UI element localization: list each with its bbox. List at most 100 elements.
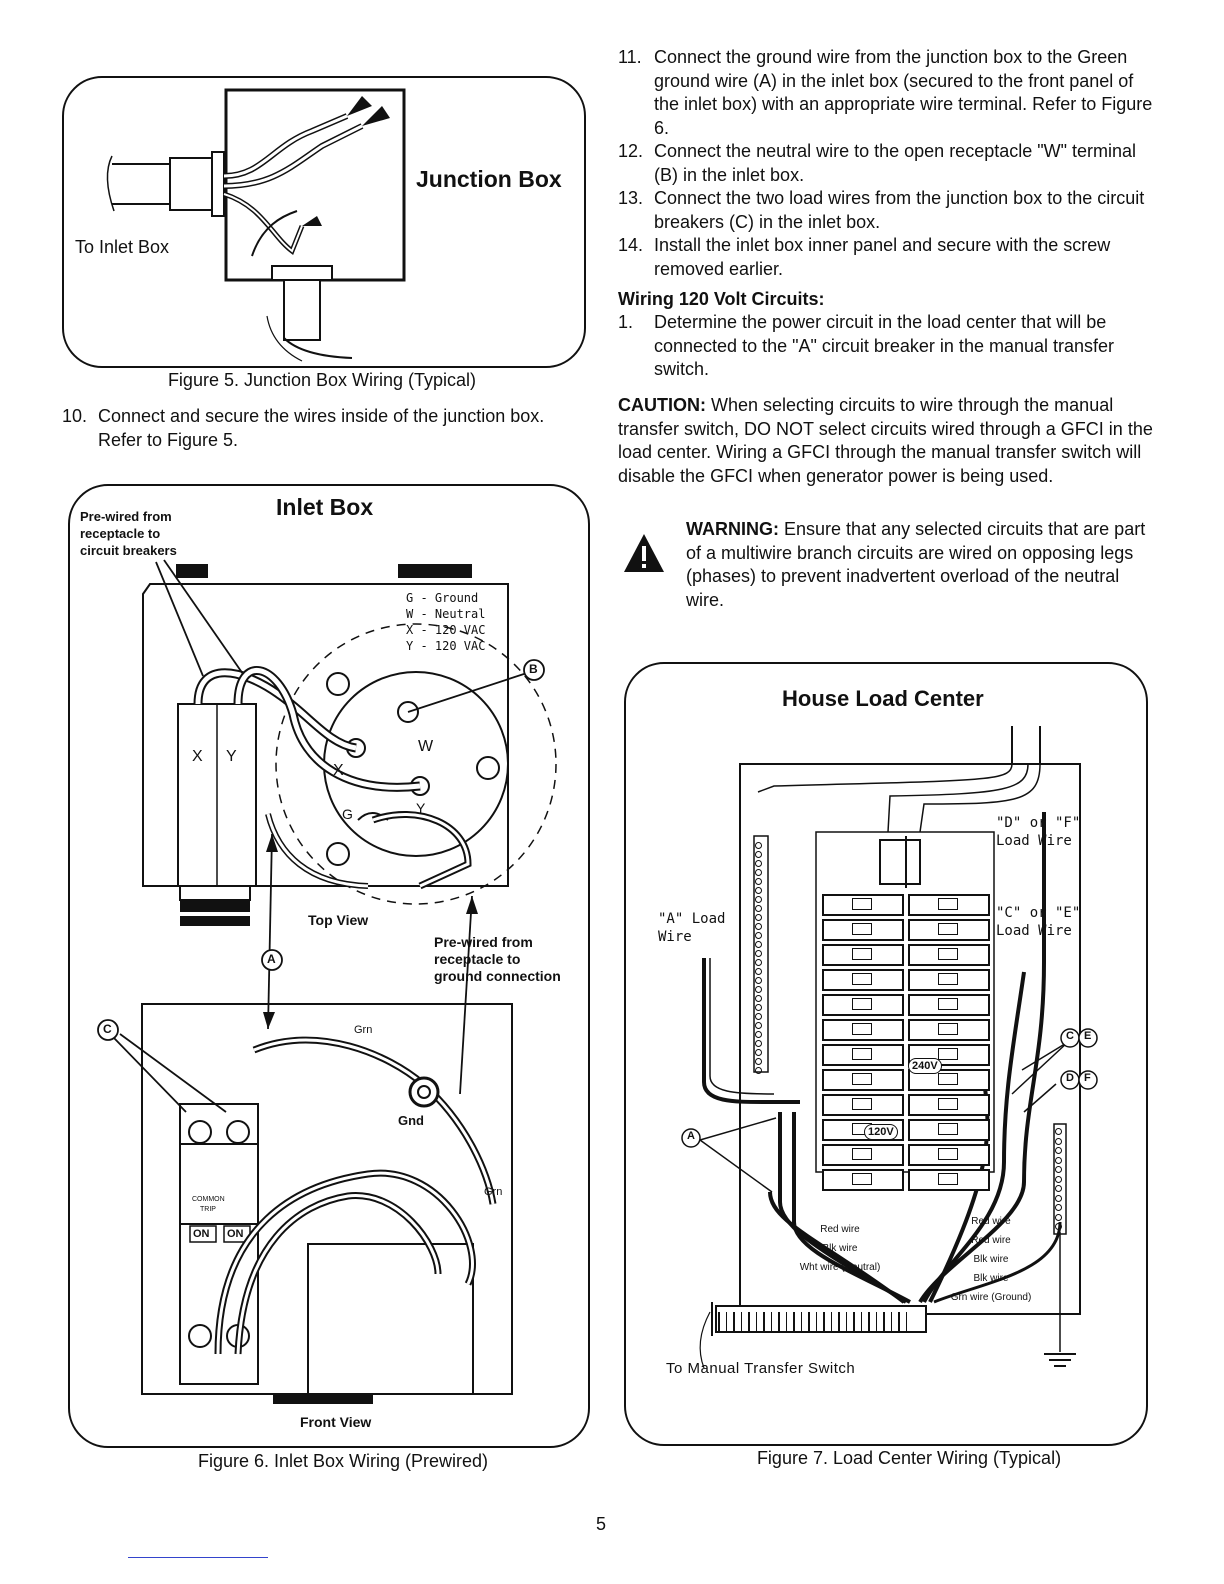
neutral-terminal [755,1013,762,1020]
breaker-toggle [938,1123,958,1135]
callout-c-inlet: C [103,1022,112,1036]
step-10-text: Connect and secure the wires inside of t… [98,406,545,450]
conduit-rib [830,1312,832,1332]
neutral-terminal [755,986,762,993]
conduit-rib [725,1312,727,1332]
callout-d-load: D [1066,1072,1074,1084]
breaker-slot [908,1169,990,1191]
wiring-step-1-number: 1. [618,312,634,332]
step-13-text: Connect the two load wires from the junc… [654,188,1145,232]
conduit-rib [763,1312,765,1332]
breaker-on-1: ON [193,1228,210,1240]
wire-labels-left: Red wire Blk wire Wht wire (Neutral) [780,1220,900,1277]
neutral-terminal [755,842,762,849]
front-view-label: Front View [300,1414,372,1430]
breaker-toggle [938,1148,958,1160]
neutral-terminal [755,932,762,939]
conduit-rib [823,1312,825,1332]
grn-label: Grn [354,1024,373,1036]
terminal-label-x: X [333,762,344,779]
callout-e-load: E [1084,1030,1092,1042]
ground-terminal [1055,1128,1062,1135]
step-13-number: 13. [618,188,644,208]
step-11-number: 11. [618,47,642,67]
neutral-terminal [755,923,762,930]
block-label-x: X [192,748,203,765]
neutral-terminal [755,878,762,885]
breaker-slot [908,1144,990,1166]
step-11-text: Connect the ground wire from the junctio… [654,47,1153,138]
neutral-terminal [755,941,762,948]
caution-text: When selecting circuits to wire through … [618,395,1153,486]
neutral-terminal [755,1004,762,1011]
ground-terminal [1055,1156,1062,1164]
step-14-number: 14. [618,235,644,255]
legend-x: X - 120 VAC [406,623,486,637]
breaker-slot [908,894,990,916]
figure5-caption: Figure 5. Junction Box Wiring (Typical) [167,370,477,390]
breaker-common-label: COMMON [192,1196,225,1203]
figure7-title: House Load Center [782,686,984,711]
prewired-ground-line-3: ground connection [434,968,561,984]
top-view-label: Top View [308,912,369,928]
breaker-slot [908,994,990,1016]
ground-terminal [1055,1147,1062,1154]
label-df-line-2: Load Wire [996,833,1072,849]
wire-blk-right-2: Blk wire [973,1273,1009,1284]
conduit-rib [860,1312,862,1332]
callout-c-load: C [1066,1030,1074,1042]
conduit-rib [800,1312,802,1332]
neutral-terminal [755,887,762,894]
figure6-drawing [97,559,557,1404]
breaker-toggle [852,973,872,985]
breaker-slot [822,1069,904,1091]
breaker-slot [908,1094,990,1116]
label-ce-line-2: Load Wire [996,923,1072,939]
breaker-slot [908,969,990,991]
legend-y: Y - 120 VAC [406,639,486,653]
ground-terminal [1055,1223,1062,1230]
prewired-breakers-line-2: receptacle to [80,526,161,541]
step-10: 10.Connect and secure the wires inside o… [62,405,562,452]
breaker-toggle [938,998,958,1010]
breaker-toggle [938,1173,958,1185]
callout-f-load: F [1084,1072,1091,1084]
wiring-step-1: 1.Determine the power circuit in the loa… [618,311,1158,382]
voltage-120-badge: 120V [864,1124,898,1140]
footer-link-underline [128,1557,268,1558]
ground-terminal [1055,1185,1062,1192]
warning-triangle-icon [624,534,664,572]
breaker-slot [822,1044,904,1066]
conduit-rib [793,1312,795,1332]
figure6-prewired-breakers-label: Pre-wired from receptacle to circuit bre… [80,508,177,559]
wire-labels-right: Red wire Red wire Blk wire Blk wire Grn … [936,1212,1046,1307]
ground-terminal [1055,1166,1062,1173]
wiring-120-steps: 1.Determine the power circuit in the loa… [618,311,1158,382]
conduit-rib [733,1312,735,1332]
figure5-drawing [106,88,406,362]
terminal-label-w: W [418,738,434,755]
neutral-terminal [755,1022,762,1029]
figure6-caption: Figure 6. Inlet Box Wiring (Prewired) [197,1451,489,1471]
conduit-rib [868,1312,870,1332]
breaker-toggle [938,1073,958,1085]
conduit-rib [778,1312,780,1332]
prewired-breakers-line-3: circuit breakers [80,543,177,558]
to-transfer-switch-label: To Manual Transfer Switch [666,1360,856,1377]
figure6-prewired-ground-label: Pre-wired from receptacle to ground conn… [434,934,561,985]
conduit-rib [905,1312,907,1332]
neutral-terminal [755,1067,762,1074]
ground-terminal [1055,1137,1062,1145]
label-a-line-1: "A" Load [658,911,726,927]
breaker-toggle [852,998,872,1010]
neutral-terminal [755,1049,762,1056]
neutral-terminal [755,869,762,876]
prewired-ground-line-1: Pre-wired from [434,934,533,950]
breaker-slot [822,994,904,1016]
callout-a-inlet: A [267,952,276,966]
breaker-slot [822,1094,904,1116]
warning-text: Ensure that any selected circuits that a… [686,519,1146,610]
warning-label: WARNING: [686,519,779,539]
conduit-rib [808,1312,810,1332]
legend-neutral: W - Neutral [406,607,486,621]
